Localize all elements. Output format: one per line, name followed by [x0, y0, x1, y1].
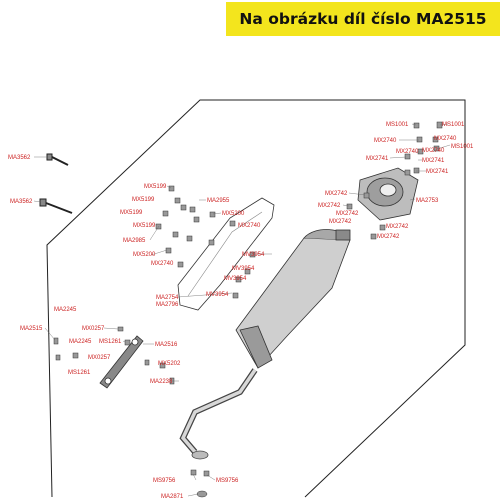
label-MX5200-b: MX5200	[133, 252, 156, 258]
label-MS1261-b: MS1261	[68, 370, 91, 376]
label-MX2742-b: MX2742	[318, 203, 341, 209]
label-MX2740-b: MX2740	[434, 136, 457, 142]
label-MA2753: MA2753	[416, 198, 439, 204]
label-MV3954-d: MV3954	[206, 292, 229, 298]
label-MX0257-a: MX0257	[82, 326, 105, 332]
label-MX2742-e: MX2742	[386, 224, 409, 230]
label-MA2516: MA2516	[155, 342, 178, 348]
label-MX2740-c: MX2740	[396, 149, 419, 155]
mounting-bracket	[99, 335, 144, 389]
label-MX5200-a: MX5200	[222, 211, 245, 217]
label-MX2742-c: MX2742	[336, 211, 359, 217]
label-MX2742-a: MX2742	[325, 191, 348, 197]
end-cap	[357, 167, 419, 221]
label-MX2740-d: MX2740	[422, 148, 445, 154]
label-MS9756-b: MS9756	[216, 478, 239, 484]
label-MA2245-b: MA2245	[69, 339, 92, 345]
label-MA3562-b: MA3562	[10, 199, 33, 205]
label-MA2238: MA2238	[150, 379, 173, 385]
heat-shield	[177, 197, 275, 311]
label-MX5202: MX5202	[158, 361, 181, 367]
leader-lines	[33, 123, 451, 497]
label-MX2740-e: MX2740	[238, 223, 261, 229]
label-MA2955: MA2955	[207, 198, 230, 204]
banner-text: Na obrázku díl číslo MA2515	[239, 10, 487, 28]
label-MX5199-d: MX5199	[133, 223, 156, 229]
label-MX5199-b: MX5199	[132, 197, 155, 203]
label-MX5199-a: MX5199	[144, 184, 167, 190]
label-MV3954-c: MV3954	[224, 276, 247, 282]
long-bolt-lower	[39, 198, 73, 214]
header-pipe	[179, 368, 258, 460]
label-MS9756-a: MS9756	[153, 478, 176, 484]
label-MX2741-c: MX2741	[426, 169, 449, 175]
label-MX2742-f: MX2742	[377, 234, 400, 240]
label-MA2515: MA2515	[20, 326, 43, 332]
label-MS1001-c: MS1001	[451, 144, 474, 150]
label-MS1001-a: MS1001	[386, 122, 409, 128]
label-MA2985: MA2985	[123, 238, 146, 244]
label-MA2871: MA2871	[161, 494, 184, 500]
label-MA2754: MA2754	[156, 295, 179, 301]
hardware-nuts-and-bolts	[53, 121, 443, 498]
label-MX2740-f: MX2740	[151, 261, 174, 267]
label-MA2245-a: MA2245	[54, 307, 77, 313]
label-MV3954-a: MV3954	[242, 252, 265, 258]
label-MX5199-c: MX5199	[120, 210, 143, 216]
label-MX2741-a: MX2741	[366, 156, 389, 162]
label-MA3562-a: MA3562	[8, 155, 31, 161]
label-MX2741-b: MX2741	[422, 158, 445, 164]
muffler-body	[235, 229, 351, 369]
label-MA2796: MA2796	[156, 302, 179, 308]
label-MX2742-d: MX2742	[329, 219, 352, 225]
label-MX2740-a: MX2740	[374, 138, 397, 144]
label-MS1001-b: MS1001	[442, 122, 465, 128]
label-MS1261-a: MS1261	[99, 339, 122, 345]
label-MX0257-b: MX0257	[88, 355, 111, 361]
long-bolt-upper	[46, 153, 69, 166]
diagram-frame	[46, 99, 466, 498]
part-number-banner: Na obrázku díl číslo MA2515	[226, 2, 500, 36]
part-labels: MS1001 MS1001 MX2740 MX2740 MX2740 MS100…	[8, 122, 474, 500]
label-MV3954-b: MV3954	[232, 266, 255, 272]
